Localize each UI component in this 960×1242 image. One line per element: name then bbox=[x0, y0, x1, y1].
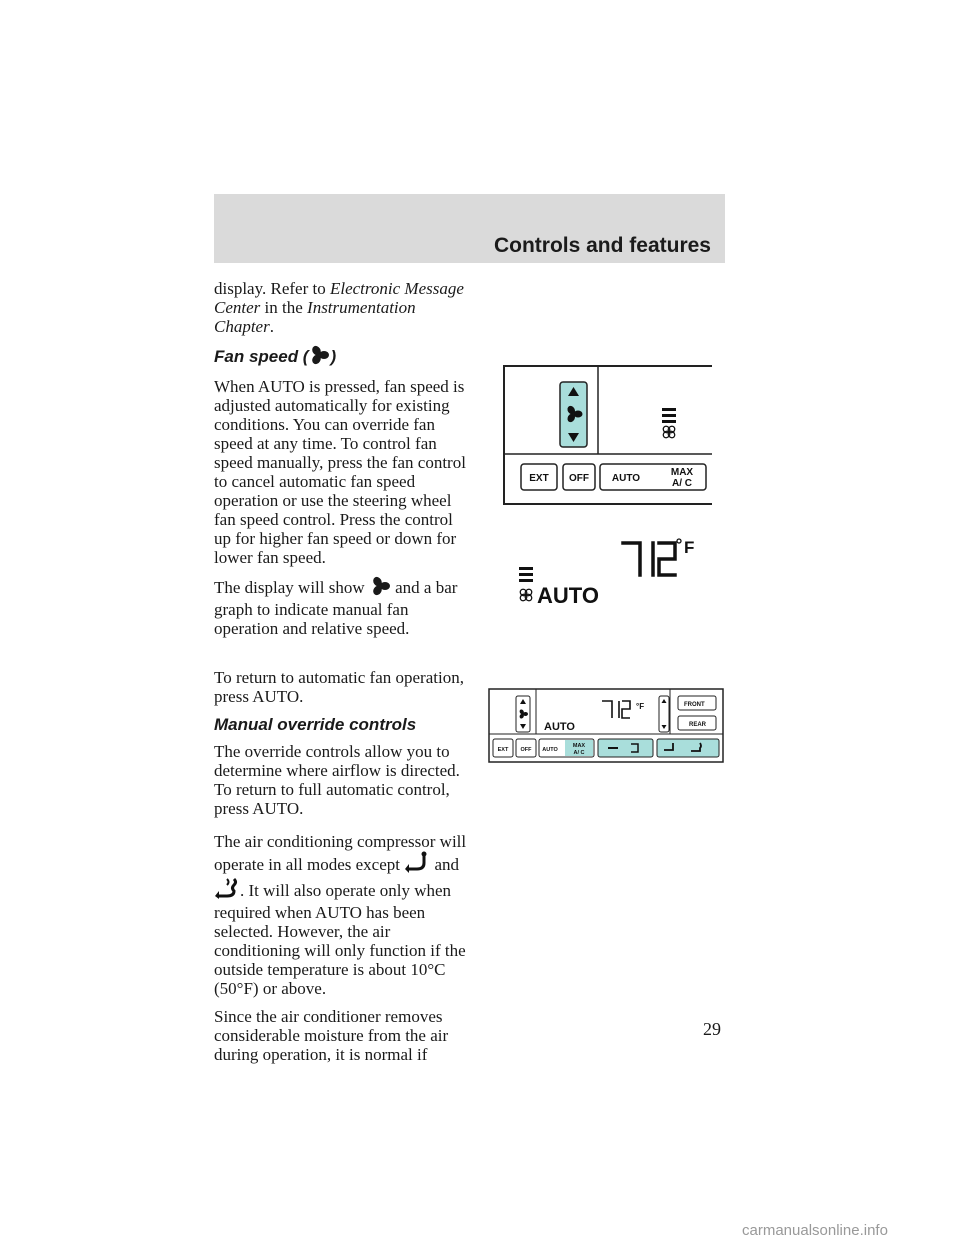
off-button-label: OFF bbox=[569, 473, 589, 484]
paragraph-display: The display will show and a bar graph to… bbox=[214, 576, 470, 638]
text-run: The air conditioning compressor will ope… bbox=[214, 832, 467, 874]
climate-display-figure: F AUTO bbox=[519, 538, 694, 608]
text-run: . bbox=[269, 317, 274, 336]
heading-fan-speed: Fan speed () bbox=[214, 345, 470, 369]
ext-button[interactable] bbox=[520, 463, 558, 491]
max-label: MAX bbox=[671, 467, 694, 478]
ac-label: A/ C bbox=[574, 750, 585, 756]
max-ac-highlight bbox=[565, 740, 593, 756]
full-control-panel-figure: °F AUTO FRONT REAR EXT OFF AUTO MAX A/ C bbox=[488, 688, 724, 763]
text-run: . It will also operate only when require… bbox=[214, 881, 466, 998]
page-number: 29 bbox=[703, 1019, 721, 1039]
chapter-title: Controls and features bbox=[493, 234, 711, 257]
ref-link[interactable]: Electronic Message Center bbox=[214, 279, 464, 317]
text-run: display. Refer to bbox=[214, 279, 330, 298]
ext-button-label: EXT bbox=[529, 473, 548, 484]
floor-airflow-icon bbox=[404, 851, 430, 877]
off-button-label: OFF bbox=[521, 747, 533, 753]
text-run: The display will show bbox=[214, 578, 369, 597]
text-run: and bbox=[430, 855, 460, 874]
heading-manual-override: Manual override controls bbox=[214, 715, 417, 734]
auto-mode-label: AUTO bbox=[544, 721, 575, 733]
rear-defrost-label: REAR bbox=[689, 722, 707, 728]
heading-text: Fan speed ( bbox=[214, 347, 309, 366]
off-button[interactable] bbox=[515, 738, 537, 758]
floor-defrost-airflow-icon bbox=[214, 877, 240, 903]
auto-button-label: AUTO bbox=[542, 747, 558, 753]
text-column: display. Refer to Electronic Message Cen… bbox=[214, 279, 470, 1073]
max-label: MAX bbox=[573, 743, 586, 749]
paragraph-override: The override controls allow you to deter… bbox=[214, 742, 460, 818]
footer-watermark: carmanualsonline.info bbox=[742, 1222, 888, 1239]
fan-bar-graph-icon bbox=[519, 567, 533, 602]
front-defrost-button[interactable] bbox=[677, 695, 717, 711]
fan-control-panel-figure: EXT OFF AUTO MAX A/ C bbox=[503, 365, 712, 505]
fan-icon bbox=[519, 709, 528, 719]
paragraph-intro: display. Refer to Electronic Message Cen… bbox=[214, 279, 470, 336]
heading-text: ) bbox=[330, 347, 337, 366]
fan-icon bbox=[308, 345, 330, 369]
temperature-digits bbox=[602, 700, 631, 719]
rear-defrost-button[interactable] bbox=[677, 715, 717, 731]
floor-airflow-button[interactable] bbox=[656, 738, 720, 758]
paragraph-fan-auto: When AUTO is pressed, fan speed is adjus… bbox=[214, 377, 466, 567]
temp-unit-label: F bbox=[684, 538, 694, 557]
ref-link[interactable]: Instrumentation Chapter bbox=[214, 298, 416, 336]
chapter-header: Controls and features bbox=[214, 194, 725, 263]
auto-max-ac-button[interactable] bbox=[599, 463, 707, 491]
paragraph-return-auto: To return to automatic fan operation, pr… bbox=[214, 668, 464, 706]
off-button[interactable] bbox=[562, 463, 596, 491]
fan-speed-rocker-button[interactable] bbox=[515, 695, 531, 733]
panel-floor-airflow-icon bbox=[631, 743, 639, 753]
fan-icon bbox=[369, 576, 391, 600]
auto-button-label: AUTO bbox=[612, 473, 640, 484]
ext-button[interactable] bbox=[492, 738, 514, 758]
auto-mode-label: AUTO bbox=[537, 583, 599, 608]
temp-unit-label: °F bbox=[636, 702, 644, 711]
paragraph-ac-compressor: The air conditioning compressor will ope… bbox=[214, 832, 470, 998]
fan-speed-rocker-button[interactable] bbox=[559, 381, 588, 448]
panel-airflow-button[interactable] bbox=[597, 738, 654, 758]
degree-symbol bbox=[676, 538, 682, 544]
fan-icon bbox=[567, 405, 583, 423]
text-run: and a bar graph to indicate manual fan o… bbox=[214, 578, 458, 638]
ac-label: A/ C bbox=[672, 478, 692, 489]
paragraph-moisture: Since the air conditioner removes consid… bbox=[214, 1007, 449, 1064]
floor-defrost-airflow-icon bbox=[691, 742, 702, 752]
ext-button-label: EXT bbox=[498, 747, 509, 753]
floor-airflow-icon bbox=[664, 743, 674, 751]
text-run: in the bbox=[260, 298, 308, 317]
front-defrost-label: FRONT bbox=[684, 702, 705, 708]
fan-bar-graph-icon bbox=[662, 408, 676, 439]
temperature-digits bbox=[621, 541, 677, 577]
temperature-rocker-button[interactable] bbox=[658, 695, 670, 733]
